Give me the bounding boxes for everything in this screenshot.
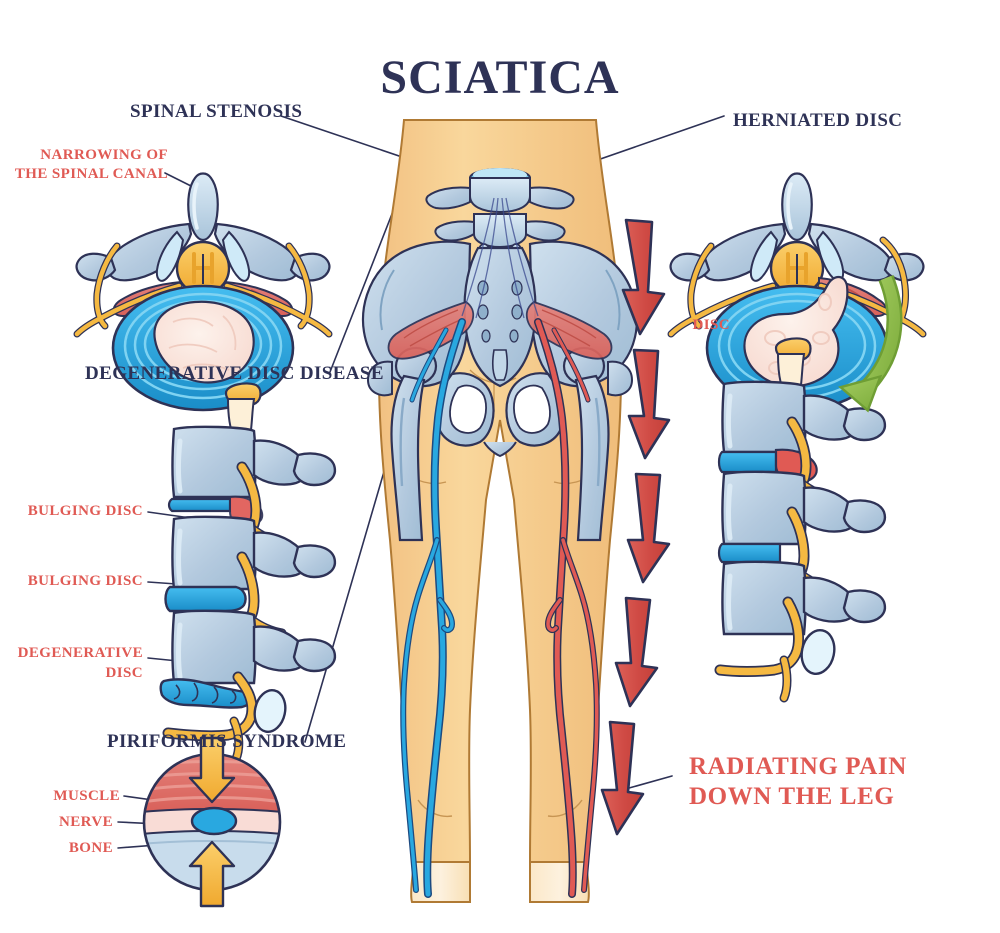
pain-arrow-column (600, 218, 671, 836)
body-figure (362, 119, 638, 903)
down-arrow-icon (627, 348, 671, 460)
page-title: SCIATICA (380, 51, 620, 104)
label-radiating-line2: DOWN THE LEG (689, 783, 895, 810)
sciatic-nerve-left (400, 318, 466, 898)
label-muscle: MUSCLE (53, 788, 120, 804)
curved-green-arrow-icon (838, 275, 903, 413)
label-narrowing-line1: NARROWING OF (40, 147, 168, 163)
label-degenerative-disc-line2: DISC (105, 665, 143, 681)
label-bone: BONE (68, 840, 113, 856)
down-arrow-icon (621, 218, 666, 336)
label-disc: DISC (692, 317, 730, 333)
label-spinal-stenosis: SPINAL STENOSIS (130, 101, 303, 122)
nerve-roots (461, 197, 539, 319)
spinal-stenosis-illustration (73, 172, 333, 412)
label-degenerative-disc-line1: DEGENERATIVE (17, 645, 143, 661)
compression-arrow-up-icon (188, 840, 236, 908)
label-radiating-line1: RADIATING PAIN (689, 753, 907, 780)
piriformis-syndrome-illustration (142, 736, 282, 908)
lateral-spine-herniated (714, 337, 887, 703)
label-herniated-disc: HERNIATED DISC (733, 110, 903, 131)
label-bulging-disc-2: BULGING DISC (27, 573, 143, 589)
label-narrowing-line2: THE SPINAL CANAL (14, 166, 168, 182)
label-bulging-disc-1: BULGING DISC (27, 503, 143, 519)
down-arrow-icon (614, 596, 659, 708)
degenerative-disc-illustration (159, 382, 337, 764)
compression-arrow-down-icon (188, 736, 236, 804)
label-piriformis-syndrome: PIRIFORMIS SYNDROME (107, 731, 347, 752)
down-arrow-icon (600, 720, 645, 836)
down-arrow-icon (626, 472, 671, 584)
pelvis-bones (362, 168, 638, 542)
label-degenerative-disc-disease: DEGENERATIVE DISC DISEASE (85, 363, 384, 384)
label-nerve: NERVE (59, 814, 113, 830)
sciatic-nerve-right (534, 318, 600, 898)
